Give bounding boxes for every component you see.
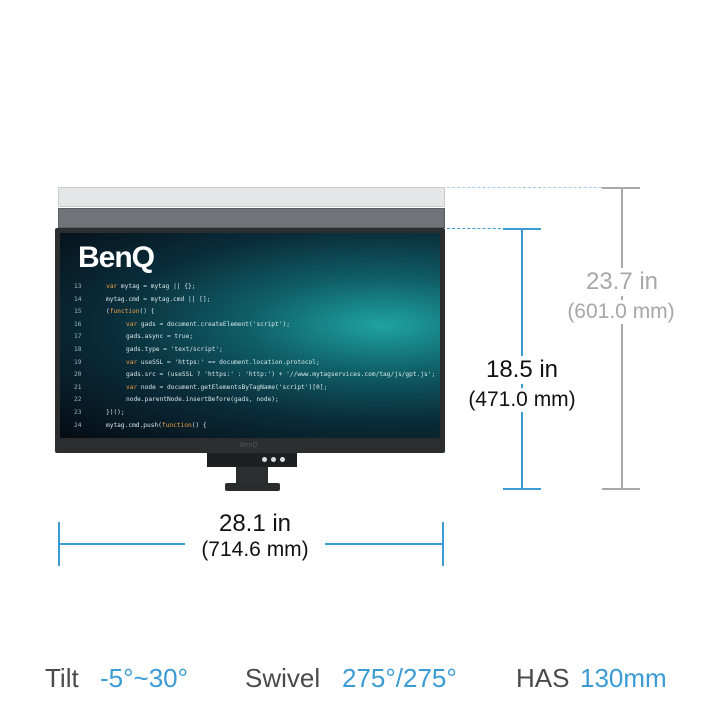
swivel-label: Swivel bbox=[245, 663, 321, 693]
line-number: 24 bbox=[74, 421, 82, 429]
code-line: 14 mytag.cmd = mytag.cmd || []; bbox=[74, 296, 435, 309]
line-number: 17 bbox=[74, 333, 82, 341]
code-text: mytag.cmd = mytag.cmd || []; bbox=[106, 295, 211, 303]
stand-post bbox=[236, 467, 268, 485]
bezel-logo: BenQ bbox=[240, 442, 258, 449]
dashed-guide bbox=[447, 228, 511, 229]
code-line: 17 gads.async = true; bbox=[74, 333, 435, 346]
line-number: 23 bbox=[74, 408, 82, 416]
max-height-line bbox=[621, 187, 623, 490]
max-height-ghost bbox=[58, 187, 445, 207]
code-text: })(); bbox=[106, 408, 125, 416]
benq-logo: BenQ bbox=[78, 241, 155, 274]
code-line: 13 var mytag = mytag || {}; bbox=[74, 283, 435, 296]
code-line: 20 gads.src = (useSSL ? 'https:' : 'http:… bbox=[74, 371, 435, 384]
tilt-value: -5°~30° bbox=[100, 663, 189, 693]
code-line: 22 node.parentNode.insertBefore(gads, nod… bbox=[74, 396, 435, 409]
code-text: var useSSL = 'https:' == document.locati… bbox=[126, 358, 320, 366]
monitor-screen: BenQ 13 var mytag = mytag || {}; 14 mytag.c… bbox=[60, 233, 440, 438]
mid-height-ghost bbox=[58, 208, 445, 228]
line-number: 13 bbox=[74, 283, 82, 290]
dimension-cap bbox=[442, 522, 444, 566]
line-number: 20 bbox=[74, 371, 82, 379]
dashed-guide bbox=[447, 187, 612, 188]
dimension-cap bbox=[602, 488, 640, 490]
width-mm: (714.6 mm) bbox=[185, 538, 325, 562]
code-line: 23 })(); bbox=[74, 409, 435, 422]
stand-bracket bbox=[207, 453, 297, 467]
code-line: 19 var useSSL = 'https:' == document.loca… bbox=[74, 359, 435, 372]
has-label: HAS bbox=[516, 663, 570, 693]
code-block: 13 var mytag = mytag || {}; 14 mytag.cmd = … bbox=[74, 283, 435, 434]
line-number: 15 bbox=[74, 308, 82, 316]
swivel-value: 275°/275° bbox=[342, 663, 457, 693]
code-line: 18 gads.type = 'text/script'; bbox=[74, 346, 435, 359]
code-text: var mytag = mytag || {}; bbox=[106, 283, 196, 290]
max-height-in: 23.7 in bbox=[565, 268, 679, 296]
code-line: 24 mytag.cmd.push(function() { bbox=[74, 422, 435, 435]
has-value: 130mm bbox=[580, 663, 667, 693]
monitor: BenQ 13 var mytag = mytag || {}; 14 mytag.c… bbox=[55, 228, 445, 453]
line-number: 16 bbox=[74, 320, 82, 328]
code-line: 15 (function() { bbox=[74, 308, 435, 321]
control-buttons bbox=[262, 457, 285, 462]
code-line: 21 var node = document.getElementsByTagNa… bbox=[74, 384, 435, 397]
max-height-mm: (601.0 mm) bbox=[553, 300, 689, 324]
line-number: 22 bbox=[74, 396, 82, 404]
code-text: gads.src = (useSSL ? 'https:' : 'http:')… bbox=[126, 371, 436, 379]
width-in: 28.1 in bbox=[218, 510, 292, 537]
code-text: mytag.cmd.push(function() { bbox=[106, 421, 207, 429]
code-text: gads.type = 'text/script'; bbox=[126, 345, 223, 353]
tilt-label: Tilt bbox=[45, 663, 79, 693]
dimension-cap bbox=[503, 488, 541, 490]
line-number: 18 bbox=[74, 345, 82, 353]
code-text: var node = document.getElementsByTagName… bbox=[126, 383, 328, 391]
code-text: var gads = document.createElement('scrip… bbox=[126, 320, 290, 328]
screen-height-mm: (471.0 mm) bbox=[457, 388, 587, 412]
code-text: gads.async = true; bbox=[126, 333, 194, 341]
line-number: 21 bbox=[74, 383, 82, 391]
line-number: 14 bbox=[74, 295, 82, 303]
line-number: 19 bbox=[74, 358, 82, 366]
code-line: 16 var gads = document.createElement('scr… bbox=[74, 321, 435, 334]
stand-base bbox=[225, 483, 280, 491]
code-text: (function() { bbox=[106, 308, 155, 316]
screen-height-in: 18.5 in bbox=[472, 356, 572, 384]
code-text: node.parentNode.insertBefore(gads, node)… bbox=[126, 396, 279, 404]
